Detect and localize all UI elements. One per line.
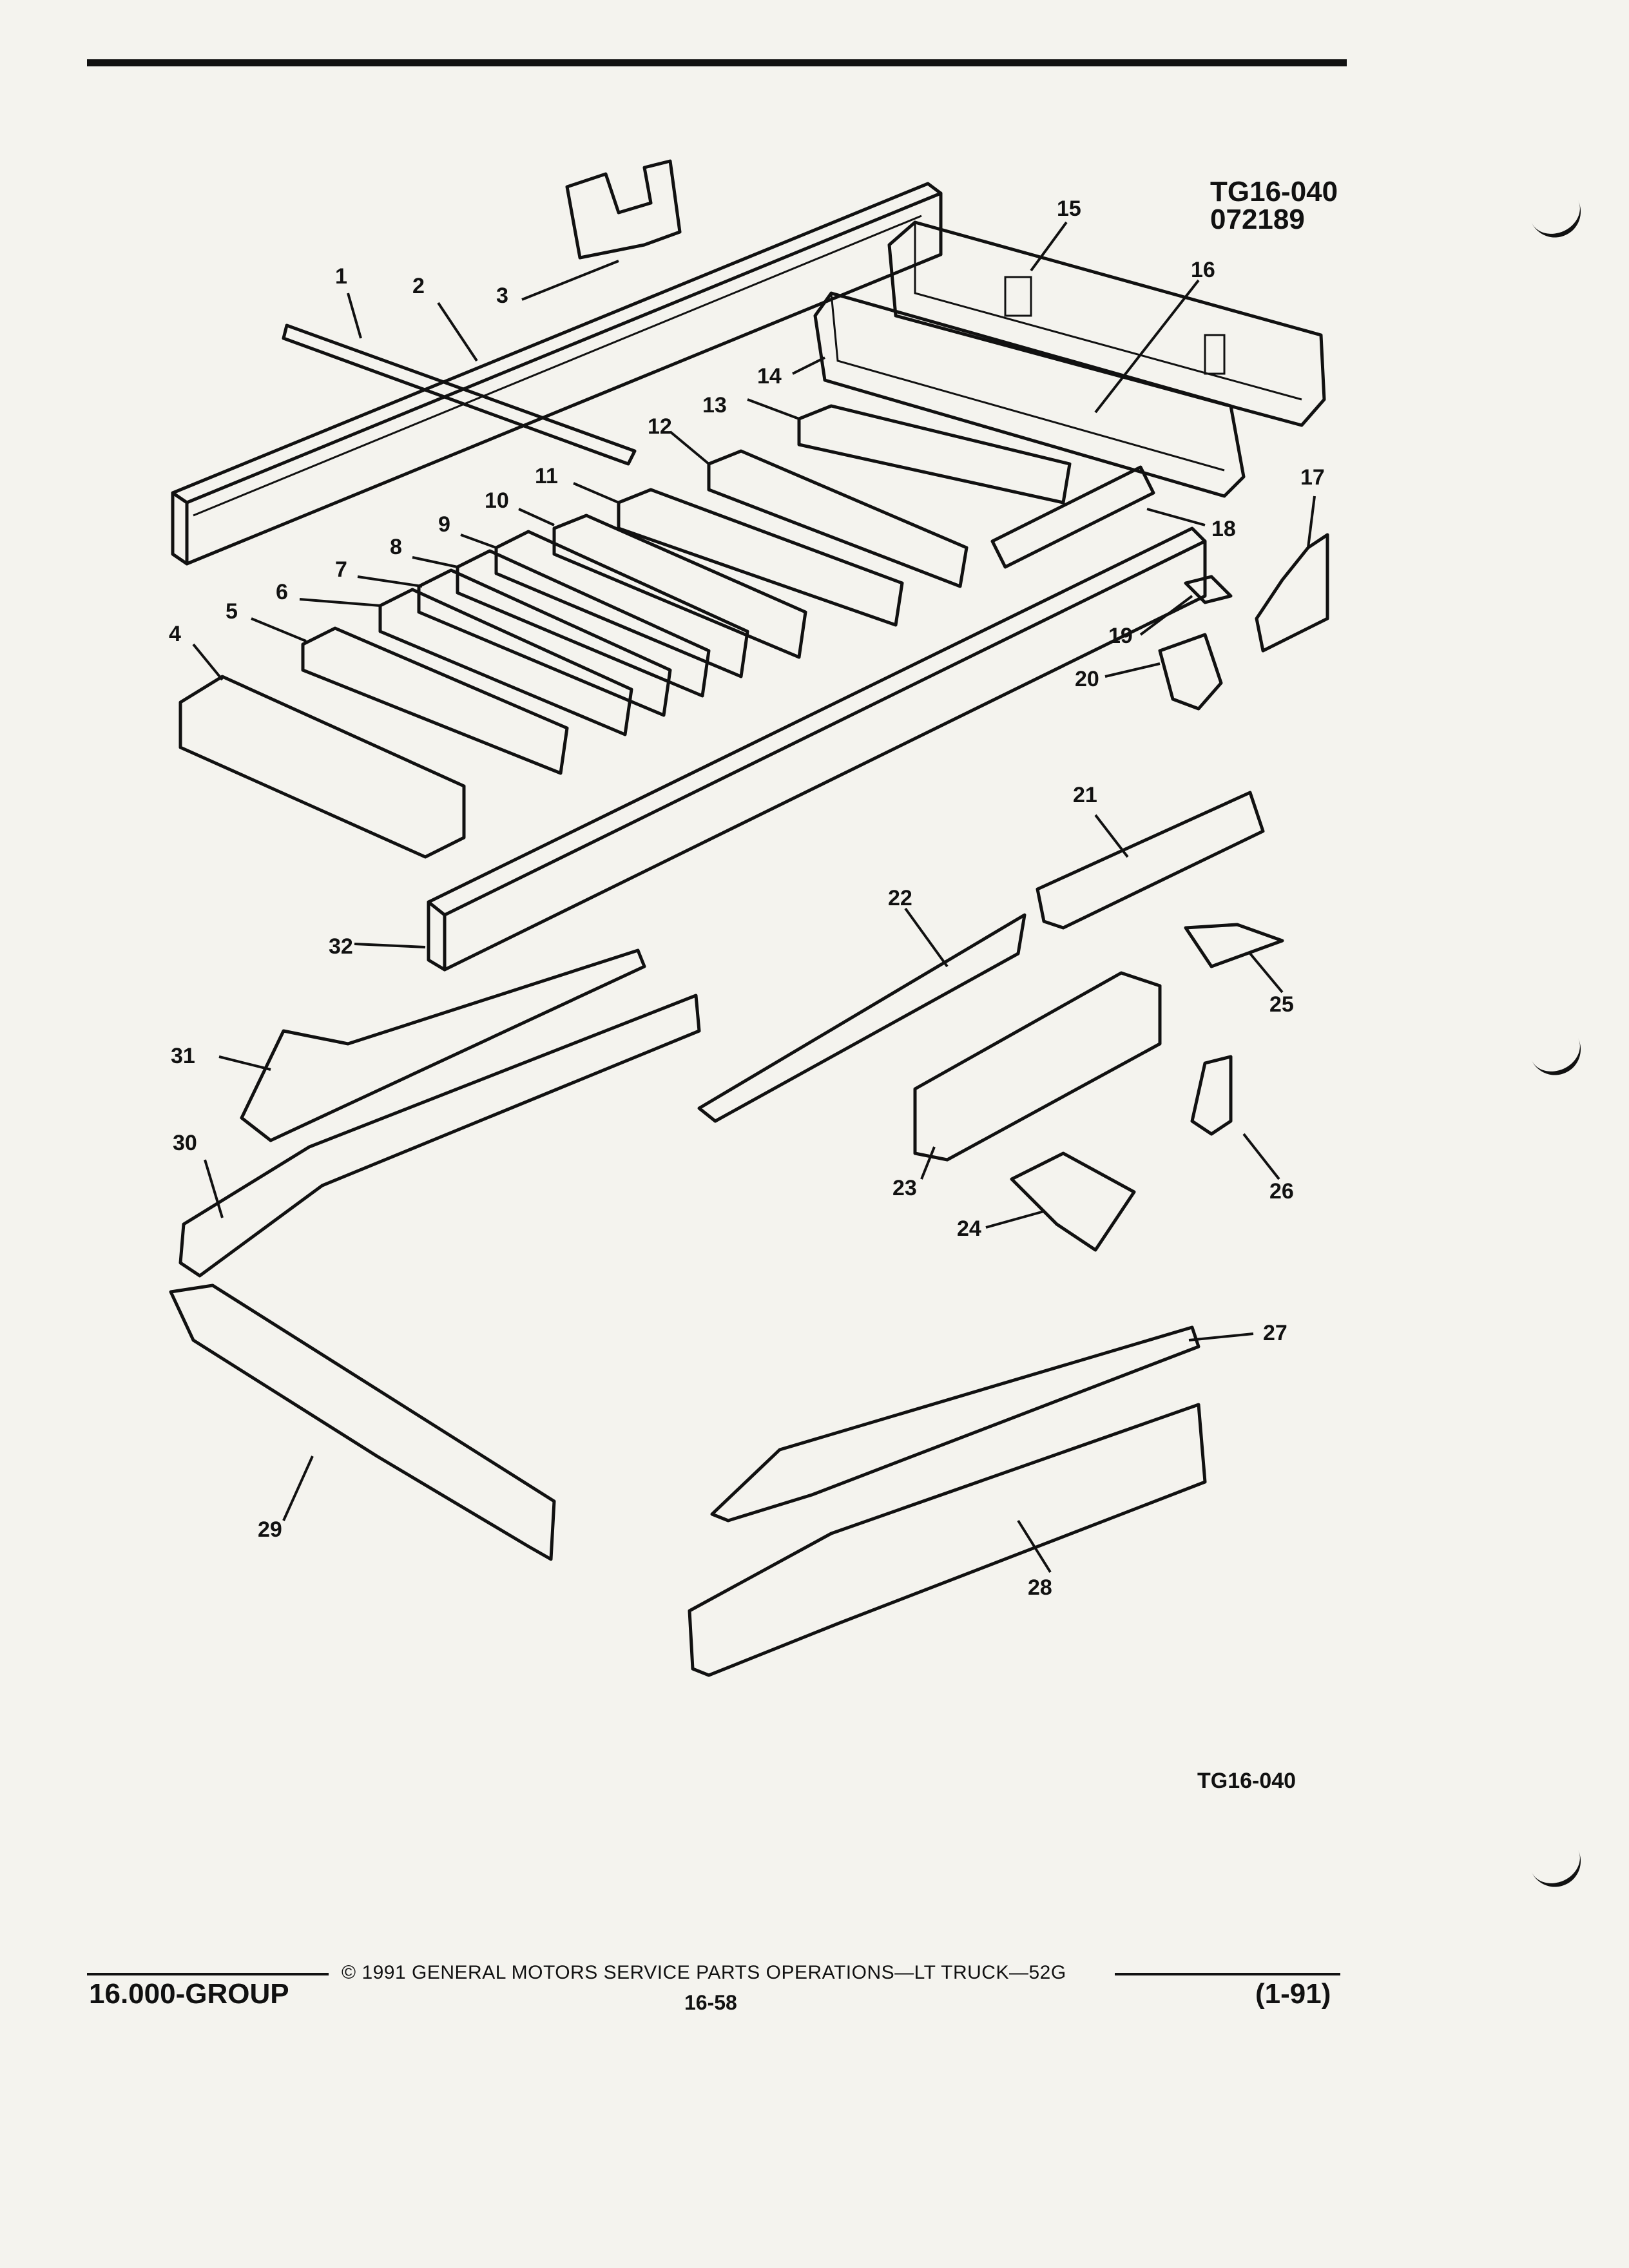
callout-22: 22 — [888, 886, 912, 910]
callout-14: 14 — [757, 364, 782, 389]
callout-11: 11 — [535, 464, 558, 488]
callout-24: 24 — [957, 1216, 981, 1241]
callout-29: 29 — [258, 1517, 282, 1542]
callout-21: 21 — [1073, 783, 1097, 807]
crossmembers-4-13 — [178, 404, 1072, 859]
part-21-rail — [1036, 791, 1265, 930]
callout-8: 8 — [390, 535, 402, 559]
callout-20: 20 — [1075, 667, 1099, 691]
callout-17: 17 — [1300, 465, 1325, 490]
part-31-rail — [240, 948, 646, 1142]
callout-23: 23 — [892, 1176, 917, 1200]
callout-15: 15 — [1057, 197, 1081, 221]
part-24-gusset — [1010, 1151, 1136, 1252]
part-3-bracket — [565, 159, 682, 260]
callout-5: 5 — [226, 599, 238, 624]
callout-28: 28 — [1028, 1575, 1052, 1600]
callout-16: 16 — [1191, 258, 1215, 282]
group-label: 16.000-GROUP — [89, 1978, 289, 2010]
callout-4: 4 — [169, 622, 181, 646]
part-29-rail — [169, 1283, 556, 1561]
part-32-rail — [427, 526, 1207, 972]
top-rule — [87, 59, 1347, 66]
part-2-rail — [171, 182, 943, 566]
footer-rule-left — [87, 1973, 329, 1975]
part-27-rail — [710, 1325, 1200, 1523]
callout-25: 25 — [1269, 992, 1294, 1017]
callout-6: 6 — [276, 580, 288, 604]
callout-3: 3 — [496, 284, 508, 308]
part-18-member — [990, 465, 1155, 569]
part-19-block — [1184, 575, 1233, 604]
copyright-line: © 1991 GENERAL MOTORS SERVICE PARTS OPER… — [342, 1962, 1066, 1983]
part-17-bracket — [1255, 533, 1329, 653]
callout-1: 1 — [335, 264, 347, 289]
part-22-rail — [697, 913, 1027, 1123]
part-25-plate — [1184, 923, 1284, 968]
figure-code: TG16-040 — [1210, 176, 1338, 207]
callout-26: 26 — [1269, 1179, 1294, 1204]
callout-7: 7 — [335, 557, 347, 582]
callout-13: 13 — [702, 393, 727, 418]
part-15-crossmember — [887, 220, 1326, 427]
page-number: 16-58 — [684, 1991, 737, 2014]
part-20-mount — [1158, 633, 1223, 711]
part-26-bracket — [1190, 1055, 1233, 1136]
callout-18: 18 — [1211, 517, 1236, 541]
part-30-rail — [178, 994, 701, 1278]
callout-30: 30 — [173, 1131, 197, 1155]
bottom-figure-code: TG16-040 — [1197, 1769, 1296, 1793]
footer-rule-right — [1115, 1973, 1340, 1975]
callout-19: 19 — [1108, 624, 1133, 648]
callout-10: 10 — [485, 488, 509, 513]
part-28-rail — [688, 1403, 1207, 1677]
part-23-channel — [913, 971, 1162, 1162]
callout-32: 32 — [329, 934, 353, 959]
leader-lines — [192, 221, 1316, 1573]
revision-date: (1-91) — [1255, 1978, 1331, 2010]
callout-27: 27 — [1263, 1321, 1287, 1345]
callout-2: 2 — [412, 274, 425, 298]
date-code: 072189 — [1210, 204, 1305, 235]
callout-31: 31 — [171, 1044, 195, 1068]
callout-9: 9 — [438, 512, 450, 537]
part-1-strip — [282, 323, 637, 466]
callout-labels: 1 2 3 4 5 6 7 8 9 10 11 12 13 14 15 16 1… — [169, 197, 1325, 1600]
part-14-crossmember — [813, 291, 1246, 498]
callout-12: 12 — [648, 414, 672, 439]
